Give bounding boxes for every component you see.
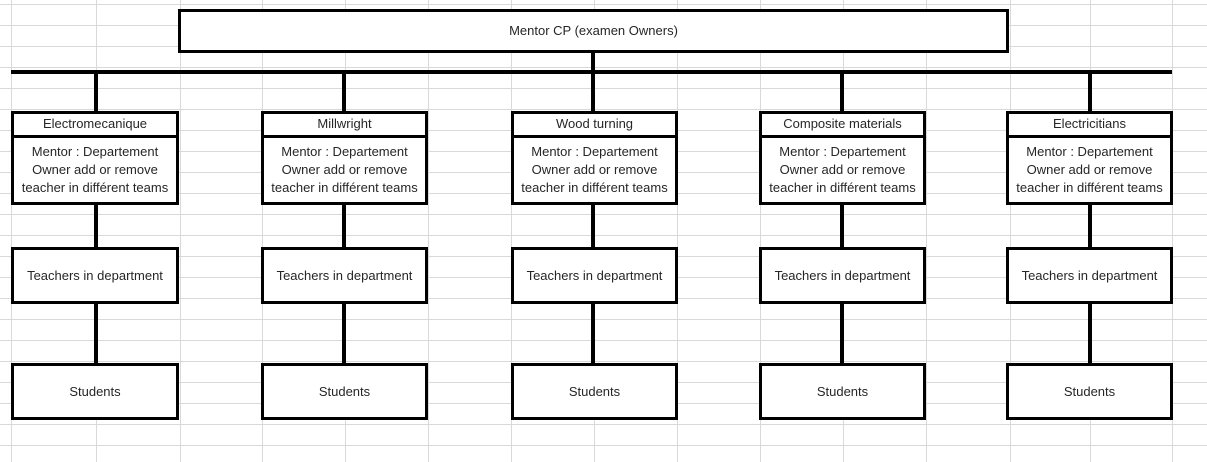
node-teachers-1-label: Teachers in department	[27, 267, 163, 283]
node-department-2-note: Mentor : Departement Owner add or remove…	[271, 143, 418, 196]
connector-bus-to-department-3	[591, 70, 595, 111]
node-teachers-2-label: Teachers in department	[276, 267, 413, 283]
node-students-5-label: Students	[1063, 383, 1116, 399]
connector-teachers-3-to-students	[591, 303, 595, 365]
node-department-3-note: Mentor : Departement Owner add or remove…	[521, 143, 668, 196]
node-teachers-4-label: Teachers in department	[774, 267, 911, 283]
node-department-1-note: Mentor : Departement Owner add or remove…	[21, 143, 169, 196]
node-teachers-5-label: Teachers in department	[1021, 267, 1158, 283]
node-teachers-5[interactable]: Teachers in department	[1006, 247, 1173, 304]
connector-teachers-4-to-students	[840, 303, 844, 365]
node-teachers-3[interactable]: Teachers in department	[511, 247, 678, 304]
node-department-2[interactable]: Millwright Mentor : Departement Owner ad…	[261, 111, 428, 205]
node-students-4[interactable]: Students	[759, 363, 926, 420]
connector-department-5-to-teachers	[1088, 205, 1092, 249]
connector-bus-to-department-2	[342, 70, 346, 111]
node-department-5[interactable]: Electricitians Mentor : Departement Owne…	[1006, 111, 1173, 205]
connector-teachers-5-to-students	[1088, 303, 1092, 365]
connector-bus-to-department-5	[1088, 70, 1092, 111]
node-root-label: Mentor CP (examen Owners)	[509, 23, 678, 39]
connector-bus-to-department-4	[840, 70, 844, 111]
node-department-3-title: Wood turning	[514, 114, 675, 138]
node-teachers-1[interactable]: Teachers in department	[11, 247, 179, 304]
node-department-5-title: Electricitians	[1009, 114, 1170, 138]
node-students-1[interactable]: Students	[11, 363, 179, 420]
node-department-4[interactable]: Composite materials Mentor : Departement…	[759, 111, 926, 205]
node-department-1[interactable]: Electromecanique Mentor : Departement Ow…	[11, 111, 179, 205]
connector-teachers-2-to-students	[342, 303, 346, 365]
node-department-2-title: Millwright	[264, 114, 425, 138]
node-teachers-3-label: Teachers in department	[526, 267, 663, 283]
node-students-2-label: Students	[318, 383, 371, 399]
node-department-5-note: Mentor : Departement Owner add or remove…	[1016, 143, 1163, 196]
node-root-mentor-cp[interactable]: Mentor CP (examen Owners)	[178, 9, 1009, 53]
node-students-4-label: Students	[816, 383, 869, 399]
node-students-3[interactable]: Students	[511, 363, 678, 420]
connector-teachers-1-to-students	[94, 303, 98, 365]
connector-root-stem	[591, 52, 595, 74]
node-teachers-2[interactable]: Teachers in department	[261, 247, 428, 304]
node-students-2[interactable]: Students	[261, 363, 428, 420]
node-department-4-title: Composite materials	[762, 114, 923, 138]
connector-bus-to-department-1	[94, 70, 98, 111]
node-teachers-4[interactable]: Teachers in department	[759, 247, 926, 304]
node-department-1-title: Electromecanique	[14, 114, 176, 138]
node-students-3-label: Students	[568, 383, 621, 399]
node-students-1-label: Students	[69, 383, 121, 399]
node-department-4-note: Mentor : Departement Owner add or remove…	[769, 143, 916, 196]
node-department-3[interactable]: Wood turning Mentor : Departement Owner …	[511, 111, 678, 205]
connector-department-2-to-teachers	[342, 205, 346, 249]
node-students-5[interactable]: Students	[1006, 363, 1173, 420]
connector-department-1-to-teachers	[94, 205, 98, 249]
connector-department-3-to-teachers	[591, 205, 595, 249]
connector-department-4-to-teachers	[840, 205, 844, 249]
